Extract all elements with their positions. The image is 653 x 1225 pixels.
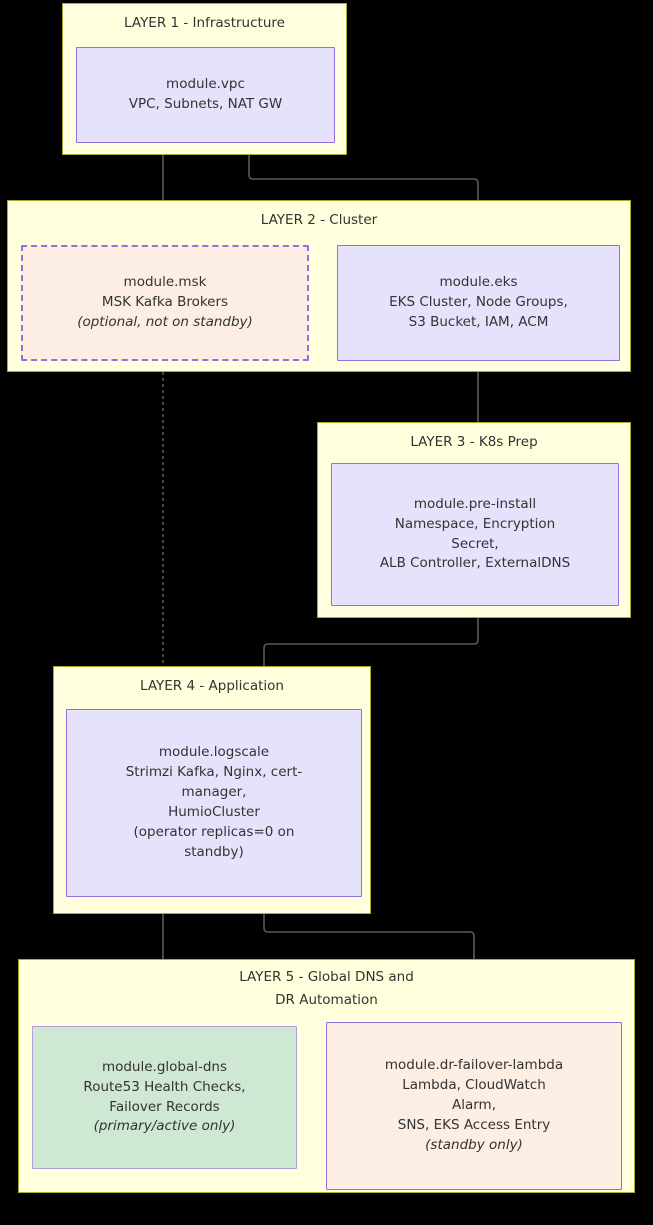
node-module-vpc-text: module.vpc VPC, Subnets, NAT GW: [128, 76, 283, 112]
node-module-logscale[interactable]: module.logscale Strimzi Kafka, Nginx, ce…: [66, 709, 362, 897]
layer-3-title: LAYER 3 - K8s Prep: [410, 434, 538, 450]
node-module-msk-text: module.msk MSK Kafka Brokers: [101, 274, 229, 311]
node-module-dr-failover-lambda[interactable]: module.dr-failover-lambda Lambda, CloudW…: [326, 1022, 622, 1190]
node-module-dr-failover-lambda-text: module.dr-failover-lambda Lambda, CloudW…: [384, 1057, 564, 1133]
node-module-dr-failover-lambda-note: (standby only): [425, 1136, 523, 1153]
node-module-eks-text: module.eks EKS Cluster, Node Groups, S3 …: [389, 274, 568, 330]
layer-1-title: LAYER 1 - Infrastructure: [124, 15, 285, 31]
node-module-global-dns[interactable]: module.global-dns Route53 Health Checks,…: [32, 1026, 297, 1169]
layer-4-title: LAYER 4 - Application: [140, 678, 284, 694]
node-module-msk-note: (optional, not on standby): [77, 313, 253, 330]
node-module-global-dns-note: (primary/active only): [93, 1118, 236, 1135]
layer-4-application: LAYER 4 - Application module.logscale St…: [53, 666, 371, 914]
layer-2-title: LAYER 2 - Cluster: [260, 212, 378, 228]
node-module-msk[interactable]: module.msk MSK Kafka Brokers (optional, …: [21, 245, 309, 361]
layer-3-k8s-prep: LAYER 3 - K8s Prep module.pre-install Na…: [317, 422, 631, 618]
edge-msk-to-logscale: [158, 366, 168, 708]
node-module-pre-install[interactable]: module.pre-install Namespace, Encryption…: [331, 463, 619, 606]
layer-2-cluster: LAYER 2 - Cluster module.msk MSK Kafka B…: [7, 200, 631, 372]
node-module-pre-install-text: module.pre-install Namespace, Encryption…: [379, 495, 571, 572]
node-module-vpc[interactable]: module.vpc VPC, Subnets, NAT GW: [76, 47, 335, 143]
layer-1-infrastructure: LAYER 1 - Infrastructure module.vpc VPC,…: [62, 3, 347, 155]
layer-5-global-dns-dr-automation: LAYER 5 - Global DNS and DR Automation m…: [18, 959, 635, 1193]
node-module-eks[interactable]: module.eks EKS Cluster, Node Groups, S3 …: [337, 245, 620, 361]
node-module-logscale-text: module.logscale Strimzi Kafka, Nginx, ce…: [125, 744, 303, 860]
node-module-global-dns-text: module.global-dns Route53 Health Checks,…: [83, 1058, 246, 1115]
layer-5-title: LAYER 5 - Global DNS and DR Automation: [239, 969, 414, 1008]
